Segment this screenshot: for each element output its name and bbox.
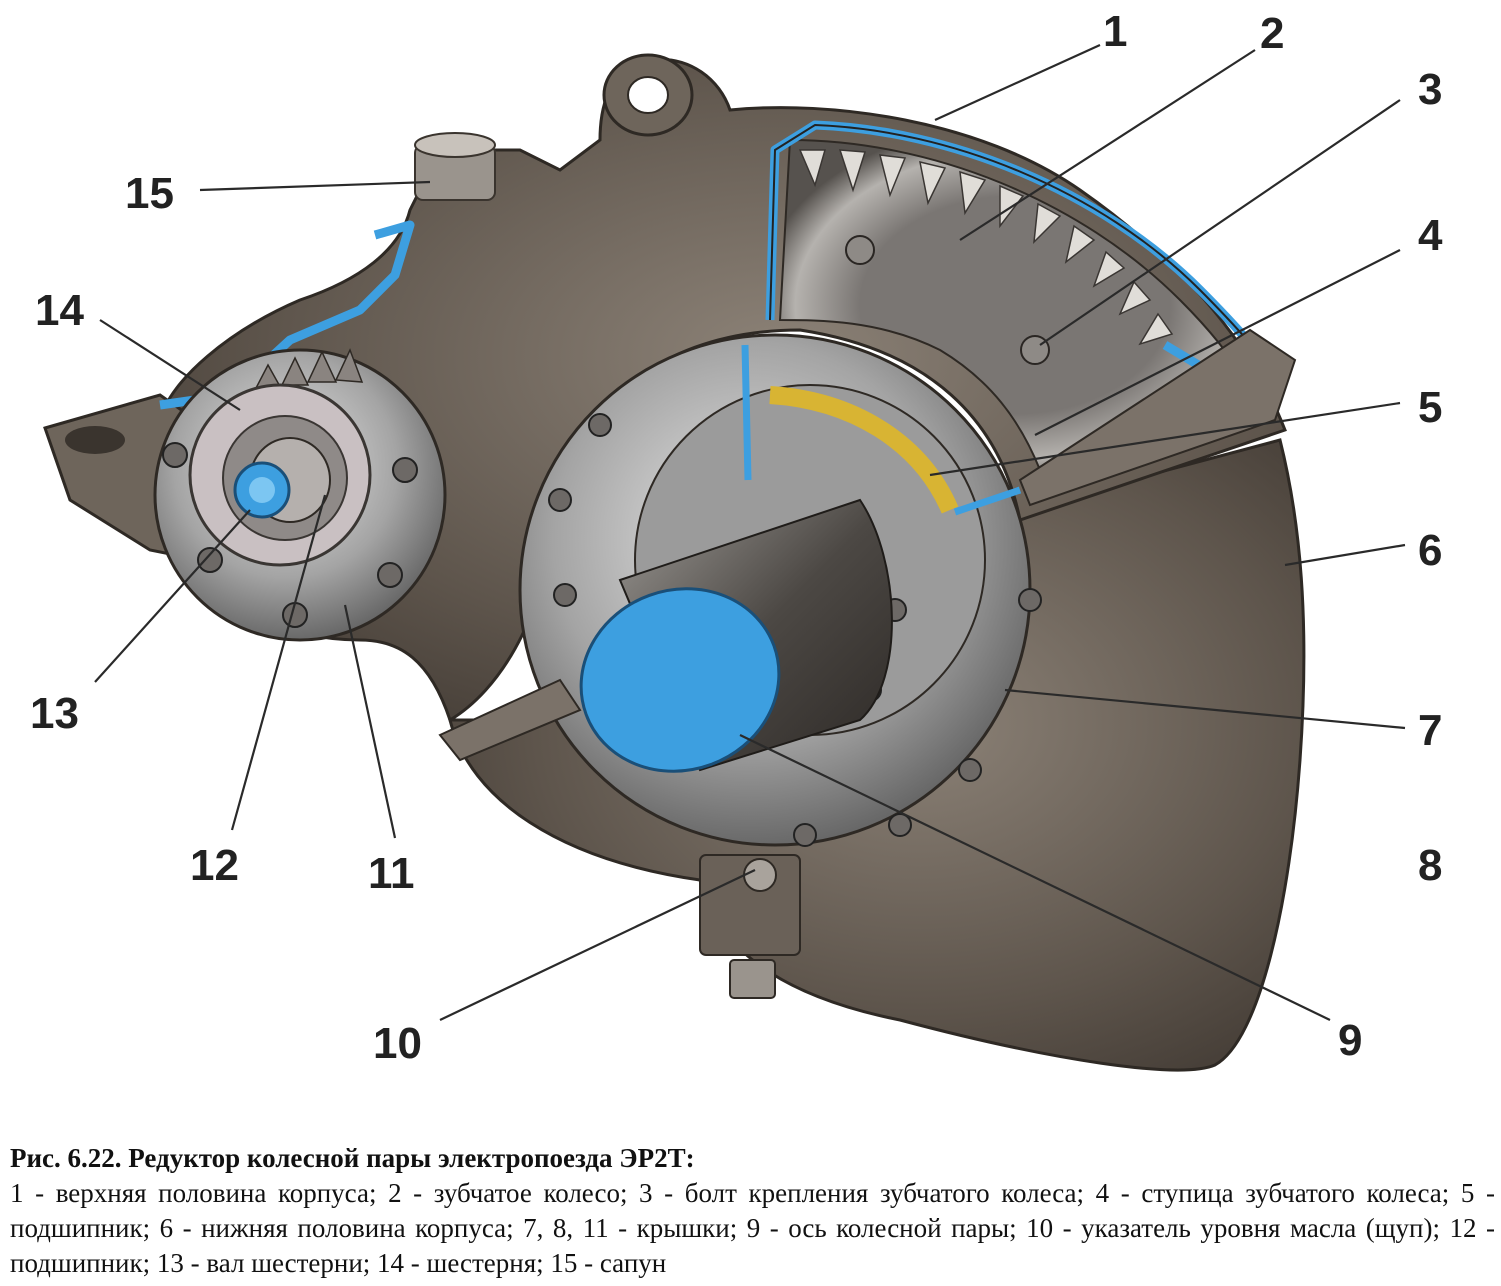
callout-10: 10 [373,1019,422,1068]
leader-5 [929,401,1401,477]
housing-joint-flange [438,678,582,762]
pinion-cover-bolts [162,442,418,628]
callout-8: 8 [1418,841,1442,890]
leader-14 [99,319,241,411]
callout-13: 13 [30,689,79,738]
housing-flange-right [1018,328,1297,507]
pinion-shaft-center [249,477,275,503]
callout-4: 4 [1418,211,1443,260]
oil-dipstick-head [743,858,777,892]
pinion-teeth [253,348,364,391]
callout-7: 7 [1418,706,1442,755]
breather-cap [414,132,496,158]
gearbox-drawing: 1 2 3 4 5 6 7 8 9 10 11 12 13 14 15 [30,7,1443,1072]
axle-bearing-seal-line [741,344,1022,516]
callout-15: 15 [125,169,174,218]
gear-teeth [798,149,1174,346]
leader-6 [1284,543,1406,567]
callout-5: 5 [1418,383,1442,432]
callout-11: 11 [368,849,415,898]
callout-3: 3 [1418,65,1442,114]
leader-7 [1004,688,1406,730]
axle-bearing [769,386,959,514]
leader-1 [934,43,1101,122]
caption-title: Рис. 6.22. Редуктор колесной пары электр… [10,1143,695,1173]
callout-1: 1 [1103,7,1127,56]
oil-dipstick-nut [729,959,776,999]
gearbox-illustration: 1 2 3 4 5 6 7 8 9 10 11 12 13 14 15 [30,7,1443,1072]
figure-caption: Рис. 6.22. Редуктор колесной пары электр… [10,1140,1495,1281]
callout-6: 6 [1418,526,1442,575]
leader-4 [1034,249,1401,436]
leader-12 [230,494,327,831]
lug-hole [65,426,125,454]
leader-13 [94,509,251,683]
leader-10 [439,869,756,1021]
caption-legend: 1 - верхняя половина корпуса; 2 - зубчат… [10,1178,1495,1278]
axle-shaft-end [579,587,781,773]
callout-leaders [94,43,1406,1021]
lifting-eye-hole [627,76,669,114]
callout-14: 14 [35,286,84,335]
axle-cover-bolts [548,413,1042,847]
callout-labels: 1 2 3 4 5 6 7 8 9 10 11 12 13 14 15 [30,7,1443,1068]
leader-11 [343,604,397,839]
leader-3 [1039,99,1401,346]
callout-12: 12 [190,841,239,890]
leader-15 [199,180,431,192]
callout-9: 9 [1338,1016,1362,1065]
callout-2: 2 [1260,9,1284,58]
leader-9 [739,734,1331,1021]
leader-2 [959,49,1256,241]
